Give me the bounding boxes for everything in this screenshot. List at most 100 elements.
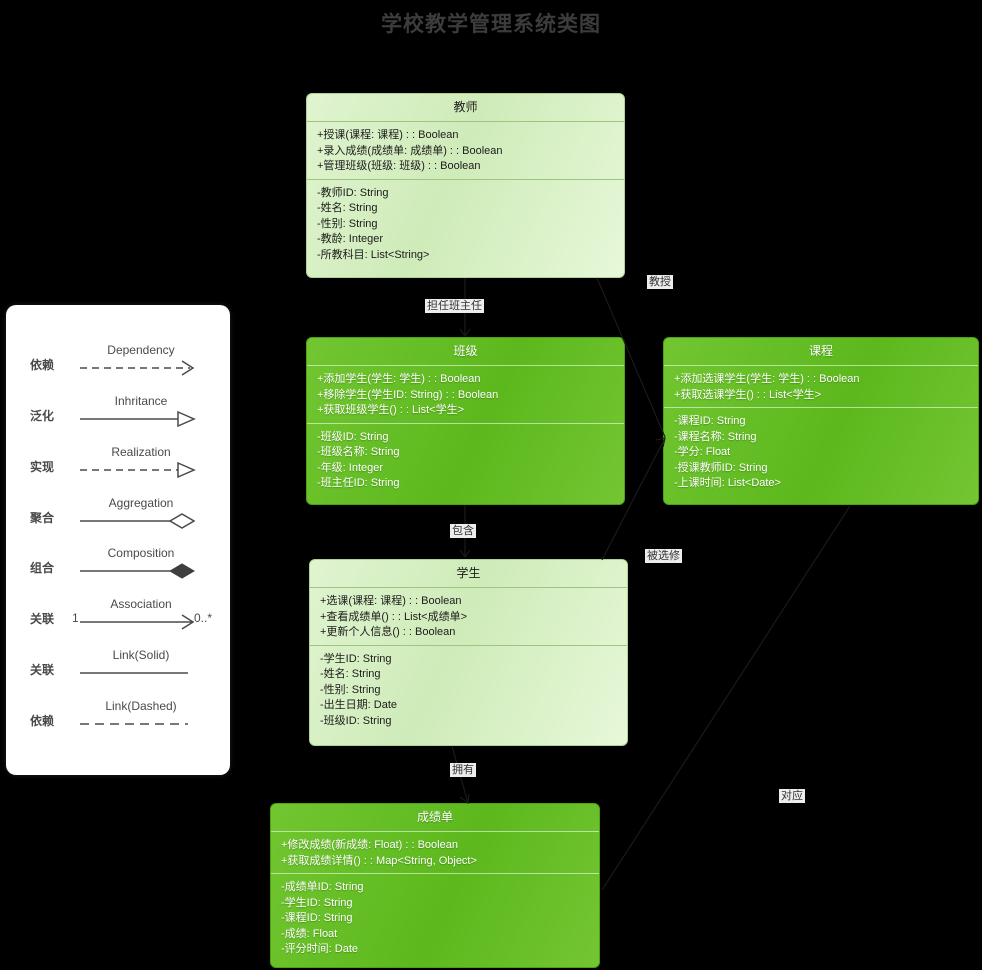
legend-row-aggregation: 聚合 Aggregation [6, 492, 230, 532]
class-title-course: 课程 [664, 338, 978, 366]
attribute-line: -所教科目: List<String> [317, 248, 430, 261]
class-box-class[interactable]: 班级 +添加学生(学生: 学生) : : Boolean +移除学生(学生ID:… [306, 337, 625, 505]
attribute-line: -成绩: Float [281, 927, 338, 940]
method-line: +管理班级(班级: 班级) : : Boolean [317, 160, 481, 172]
method-line: +获取班级学生() : : List<学生> [317, 404, 464, 416]
association-arrow-icon [80, 614, 195, 630]
legend-row-composition: 组合 Composition [6, 542, 230, 582]
attribute-line: -性别: String [320, 683, 381, 696]
attribute-line: -学生ID: String [320, 652, 392, 665]
method-line: +添加学生(学生: 学生) : : Boolean [317, 373, 481, 385]
attribute-line: -姓名: String [317, 202, 378, 214]
legend-cn-label: 组合 [30, 561, 55, 576]
class-title-class: 班级 [307, 338, 624, 366]
class-box-student[interactable]: 学生 +选课(课程: 课程) : : Boolean +查看成绩单() : : … [309, 559, 628, 746]
methods-section: +添加学生(学生: 学生) : : Boolean +移除学生(学生ID: St… [307, 366, 624, 423]
class-box-teacher[interactable]: 教师 +授课(课程: 课程) : : Boolean +录入成绩(成绩单: 成绩… [306, 93, 625, 278]
methods-section: +授课(课程: 课程) : : Boolean +录入成绩(成绩单: 成绩单) … [307, 122, 624, 179]
attribute-line: -出生日期: Date [320, 699, 398, 711]
legend-en-label: Composition [107, 546, 175, 561]
edge-label-owns: 拥有 [450, 763, 476, 777]
class-box-course[interactable]: 课程 +添加选课学生(学生: 学生) : : Boolean +获取选课学生()… [663, 337, 979, 505]
attribute-line: -教龄: Integer [317, 233, 384, 245]
legend-cn-label: 关联 [30, 612, 55, 627]
method-line: +移除学生(学生ID: String) : : Boolean [317, 388, 499, 401]
methods-section: +添加选课学生(学生: 学生) : : Boolean +获取选课学生() : … [664, 366, 978, 407]
legend-cn-label: 实现 [30, 459, 55, 474]
attribute-line: -班级ID: String [320, 714, 392, 727]
attribute-line: -学分: Float [674, 446, 731, 458]
page-title: 学校教学管理系统类图 [381, 13, 601, 36]
legend-cn-label: 关联 [30, 663, 55, 678]
legend-row-dependency: 依赖 Dependency [6, 339, 230, 379]
legend-cn-label: 聚合 [30, 510, 55, 525]
dependency-arrow-icon [80, 360, 195, 376]
attributes-section: -班级ID: String -班级名称: String -年级: Integer… [307, 422, 624, 505]
realization-arrow-icon [80, 461, 196, 478]
aggregation-diamond-icon [80, 512, 196, 529]
class-title-report-card: 成绩单 [271, 804, 599, 832]
legend-en-label: Dependency [107, 343, 175, 357]
inheritance-arrow-icon [80, 410, 196, 427]
legend-en-label: Aggregation [108, 495, 174, 510]
attribute-line: -性别: String [317, 217, 378, 230]
legend-cn-label: 依赖 [30, 713, 55, 728]
attribute-line: -姓名: String [320, 668, 381, 680]
composition-diamond-icon [80, 563, 195, 579]
legend-row-inheritance: 泛化 Inhritance [6, 390, 230, 430]
methods-section: +修改成绩(新成绩: Float) : : Boolean +获取成绩详情() … [271, 832, 599, 873]
link-dashed-line-icon [80, 723, 188, 725]
edge-label-elected-by: 被选修 [645, 549, 682, 563]
legend-row-link-solid: 关联 Link(Solid) [6, 644, 230, 684]
attribute-line: -成绩单ID: String [281, 881, 364, 893]
attribute-line: -上课时间: List<Date> [674, 477, 781, 489]
class-title-student: 学生 [310, 560, 627, 588]
attributes-section: -课程ID: String -课程名称: String -学分: Float -… [664, 407, 978, 504]
attribute-line: -评分时间: Date [281, 943, 359, 955]
legend-panel: 依赖 Dependency 泛化 Inhritance 实现 Realizati… [6, 305, 230, 775]
legend-en-label: Association [110, 597, 172, 612]
multiplicity-one: 1 [72, 611, 79, 626]
legend-en-label: Realization [111, 444, 171, 459]
legend-row-association: 关联 Association 1 0..* [6, 593, 230, 633]
legend-en-label: Link(Dashed) [105, 698, 177, 713]
attribute-line: -年级: Integer [317, 461, 384, 474]
attribute-line: -班级名称: String [317, 446, 400, 458]
attribute-line: -班级ID: String [317, 430, 389, 443]
link-solid-line-icon [80, 672, 188, 674]
attribute-line: -授课教师ID: String [674, 461, 768, 474]
method-line: +更新个人信息() : : Boolean [320, 626, 456, 638]
attributes-section: -学生ID: String -姓名: String -性别: String -出… [310, 644, 627, 746]
edge-label-head-teacher: 担任班主任 [425, 299, 484, 313]
legend-row-realization: 实现 Realization [6, 441, 230, 481]
methods-section: +选课(课程: 课程) : : Boolean +查看成绩单() : : Lis… [310, 588, 627, 645]
edge-label-teaches: 教授 [647, 275, 673, 289]
method-line: +查看成绩单() : : List<成绩单> [320, 610, 467, 623]
class-box-report-card[interactable]: 成绩单 +修改成绩(新成绩: Float) : : Boolean +获取成绩详… [270, 803, 600, 968]
method-line: +修改成绩(新成绩: Float) : : Boolean [281, 839, 458, 851]
legend-row-link-dashed: 依赖 Link(Dashed) [6, 695, 230, 735]
edge-label-contains: 包含 [450, 524, 476, 538]
class-title-teacher: 教师 [307, 94, 624, 122]
attribute-line: -课程名称: String [674, 430, 757, 443]
attribute-line: -教师ID: String [317, 186, 389, 199]
edge-course-report [601, 505, 851, 891]
attribute-line: -班主任ID: String [317, 477, 400, 489]
method-line: +授课(课程: 课程) : : Boolean [317, 129, 459, 141]
multiplicity-many: 0..* [193, 611, 212, 626]
attribute-line: -学生ID: String [281, 896, 353, 909]
method-line: +获取成绩详情() : : Map<String, Object> [281, 854, 477, 867]
legend-en-label: Link(Solid) [112, 648, 170, 663]
attribute-line: -课程ID: String [674, 415, 746, 427]
legend-cn-label: 依赖 [30, 358, 55, 372]
legend-cn-label: 泛化 [30, 408, 55, 423]
attribute-line: -课程ID: String [281, 912, 353, 924]
attributes-section: -教师ID: String -姓名: String -性别: String -教… [307, 178, 624, 278]
method-line: +录入成绩(成绩单: 成绩单) : : Boolean [317, 144, 503, 157]
method-line: +选课(课程: 课程) : : Boolean [320, 595, 462, 607]
edge-label-corresponds: 对应 [779, 789, 805, 803]
legend-en-label: Inhritance [114, 393, 168, 408]
attributes-section: -成绩单ID: String -学生ID: String -课程ID: Stri… [271, 873, 599, 967]
method-line: +添加选课学生(学生: 学生) : : Boolean [674, 373, 860, 385]
